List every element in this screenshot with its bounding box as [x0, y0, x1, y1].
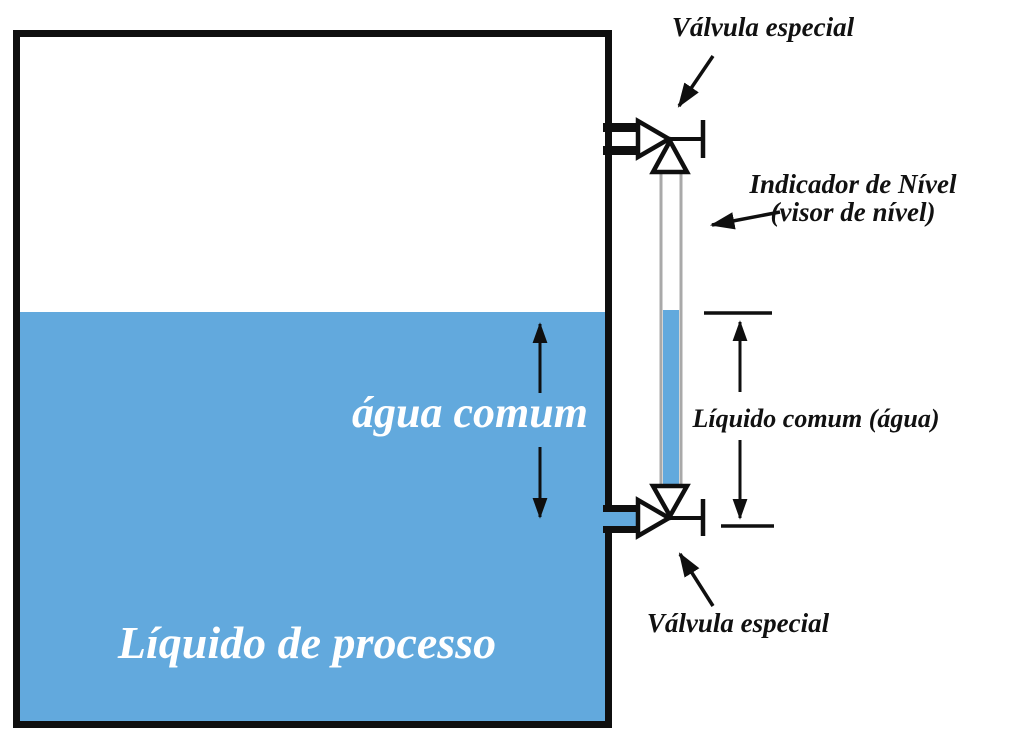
bottom-pipe-liquid	[605, 512, 641, 526]
top-valve	[635, 117, 706, 175]
gauge-dimension	[704, 311, 774, 528]
bottom-valve	[635, 483, 706, 540]
process-liquid-label: Líquido de processo	[117, 617, 497, 668]
tank-water-label: água comum	[352, 388, 588, 437]
top-nozzle-pipe	[603, 123, 641, 155]
top-valve-inlet-triangle	[635, 117, 674, 161]
gauge-water-label: Líquido comum (água)	[692, 404, 940, 433]
tube-liquid	[663, 310, 679, 484]
bottom-valve-leader-arrow	[678, 552, 715, 607]
bottom-nozzle-pipe	[603, 505, 641, 533]
tank-liquid	[20, 312, 605, 721]
bottom-valve-outlet-triangle	[649, 483, 691, 521]
indicator-label-line1: Indicador de Nível	[749, 169, 957, 199]
bottom-valve-label: Válvula especial	[646, 608, 830, 638]
bottom-valve-inlet-triangle	[635, 496, 674, 540]
top-valve-leader-arrow	[677, 55, 715, 108]
indicator-label-line2: (visor de nível)	[770, 197, 936, 228]
sight-glass-tube	[655, 170, 687, 488]
top-valve-label: Válvula especial	[671, 12, 855, 42]
indicator-label: Indicador de Nível (visor de nível)	[703, 170, 1003, 226]
indicator-leader-arrow	[709, 210, 781, 230]
top-valve-outlet-triangle	[649, 136, 691, 175]
